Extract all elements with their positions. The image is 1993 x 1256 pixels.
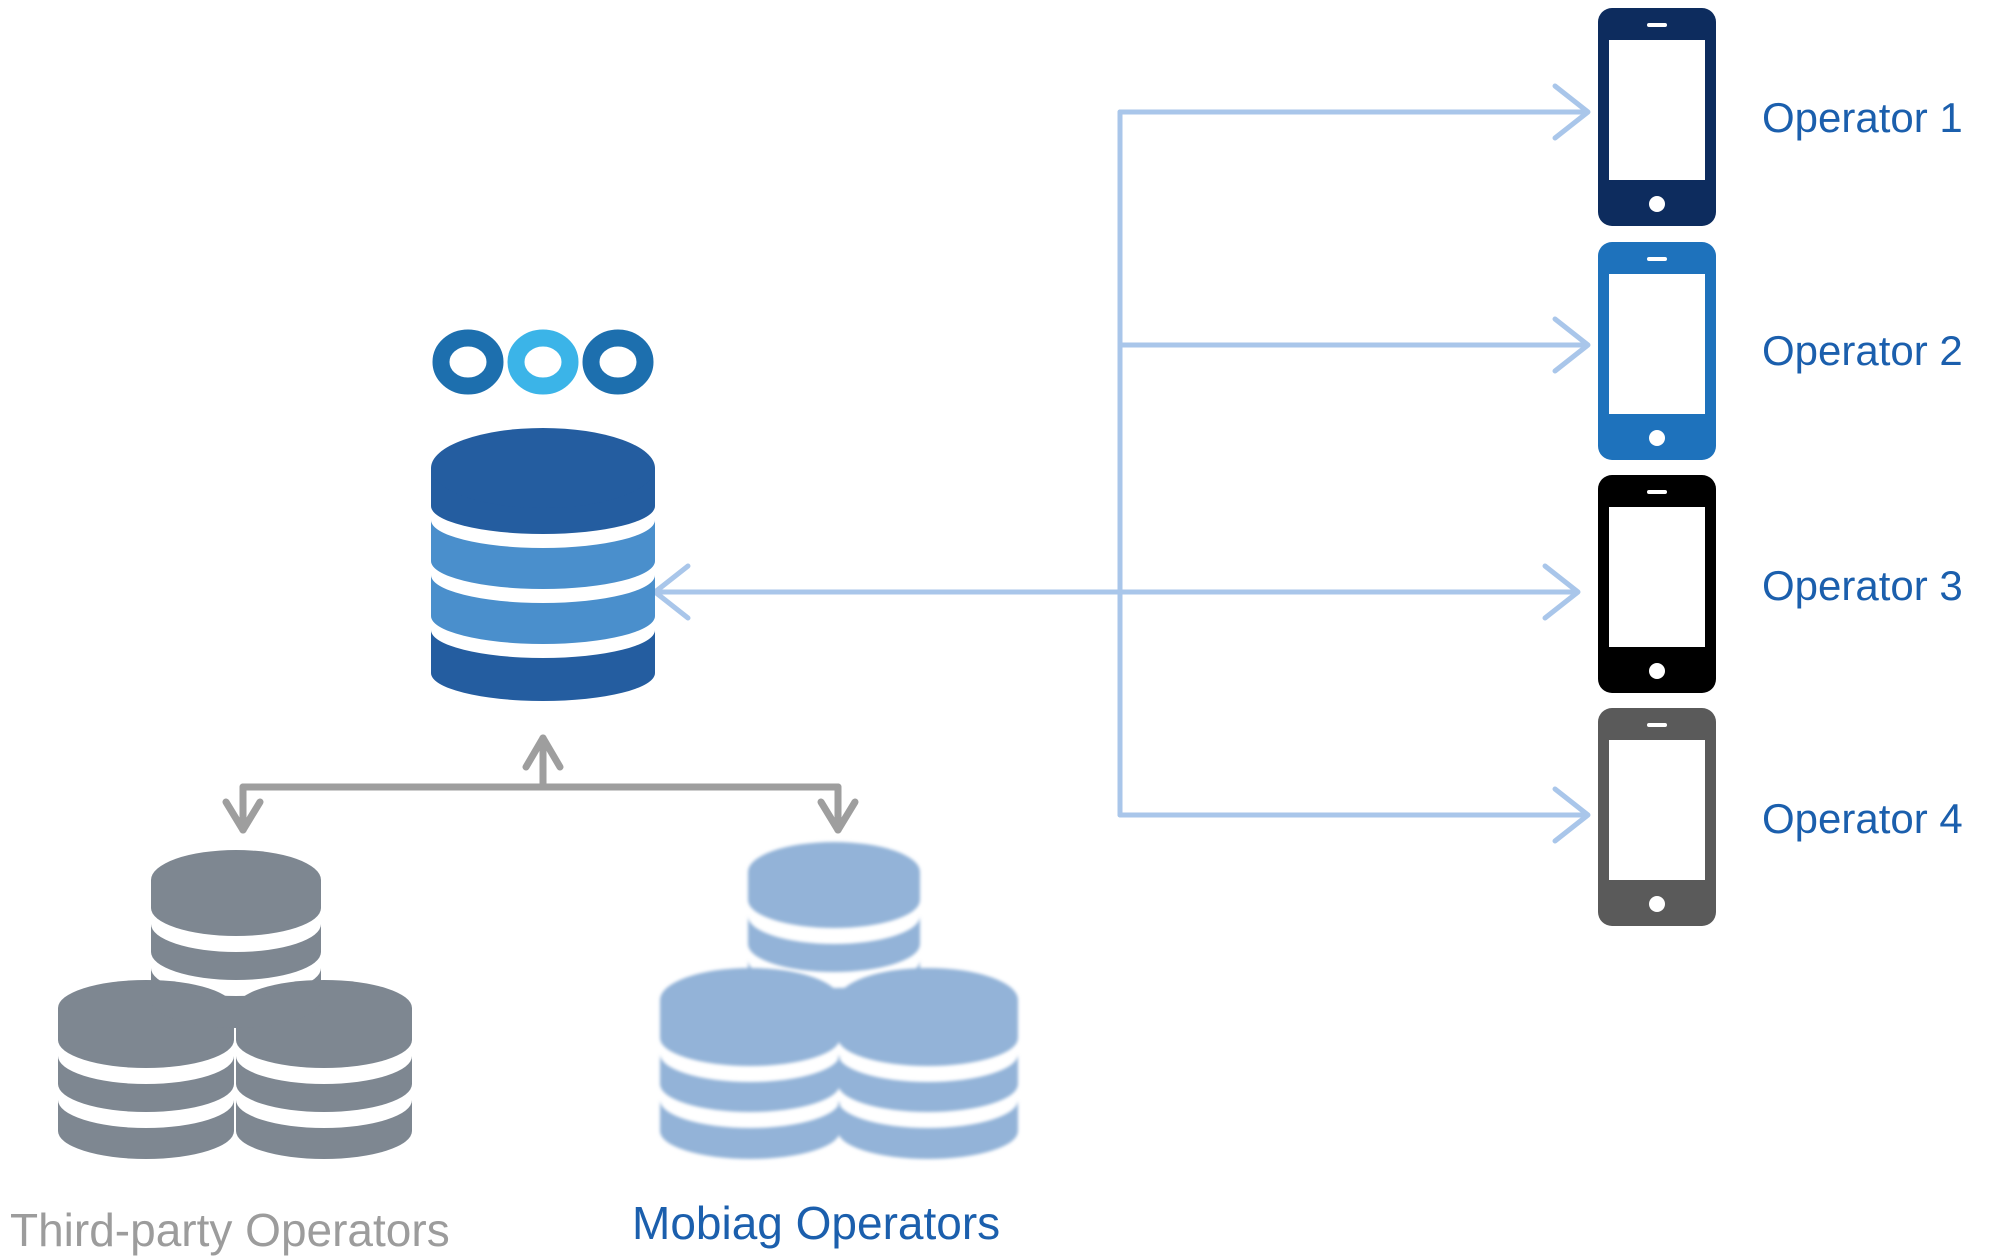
third-party-operators-label: Third-party Operators [10,1204,450,1256]
mobiag-database-cluster [660,842,1018,1159]
operator-phones [1598,8,1716,926]
arrow-head-operator-2 [1552,316,1591,374]
mobiag-logo-icon [432,329,654,395]
operator-3-label: Operator 3 [1762,562,1963,609]
mobiag-operators-label: Mobiag Operators [632,1197,1001,1249]
operator-2-label: Operator 2 [1762,327,1963,374]
mobiag-db-bottom-right [838,968,1018,1159]
operator-4-label: Operator 4 [1762,795,1963,842]
group-connectors [222,734,859,834]
third-party-database-cluster [58,850,412,1159]
operator-connectors [652,83,1591,844]
third-party-db-top [151,850,321,1028]
smartphone-icon-operator-4 [1598,708,1716,926]
arrow-head-operator-1 [1552,83,1591,141]
smartphone-icon-operator-2 [1598,242,1716,460]
mobiag-db-top [748,842,920,1018]
arrow-up-to-hub [522,734,564,771]
database-icon [431,428,655,701]
arrow-head-operator-3 [1542,563,1581,621]
smartphone-icon-operator-1 [1598,8,1716,226]
mobiag-db-bottom-left [660,968,840,1159]
arrow-head-operator-4 [1552,786,1591,844]
arrow-down-third-party [222,798,264,834]
operator-1-label: Operator 1 [1762,94,1963,141]
arrow-down-mobiag [817,798,859,834]
smartphone-icon-operator-3 [1598,475,1716,693]
